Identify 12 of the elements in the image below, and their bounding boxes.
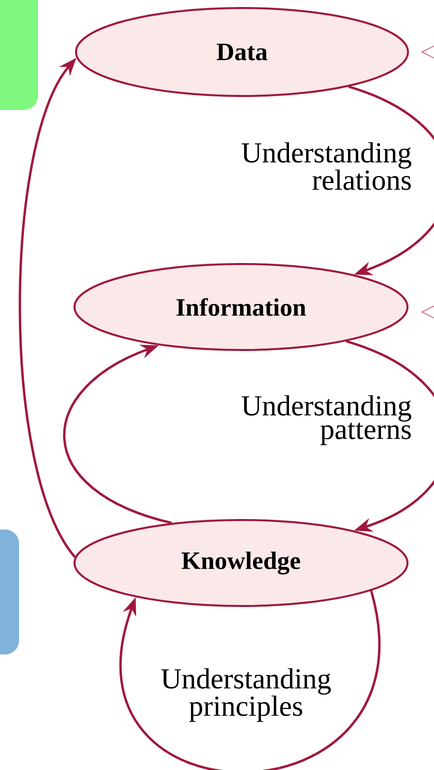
rounded-box bbox=[0, 0, 38, 110]
arrow bbox=[120, 590, 380, 770]
ellipse-node: Data bbox=[75, 7, 409, 97]
caption-text: Understanding principles bbox=[161, 668, 331, 722]
ellipse-node: Information bbox=[74, 263, 408, 351]
arrow bbox=[348, 86, 434, 276]
ellipse-node: Knowledge bbox=[74, 519, 408, 607]
caption-text: Understanding relations bbox=[242, 142, 412, 190]
rounded-box bbox=[0, 530, 19, 654]
caption-text: Understanding patterns bbox=[242, 395, 412, 446]
arrow bbox=[346, 340, 434, 532]
arrow bbox=[63, 344, 172, 524]
